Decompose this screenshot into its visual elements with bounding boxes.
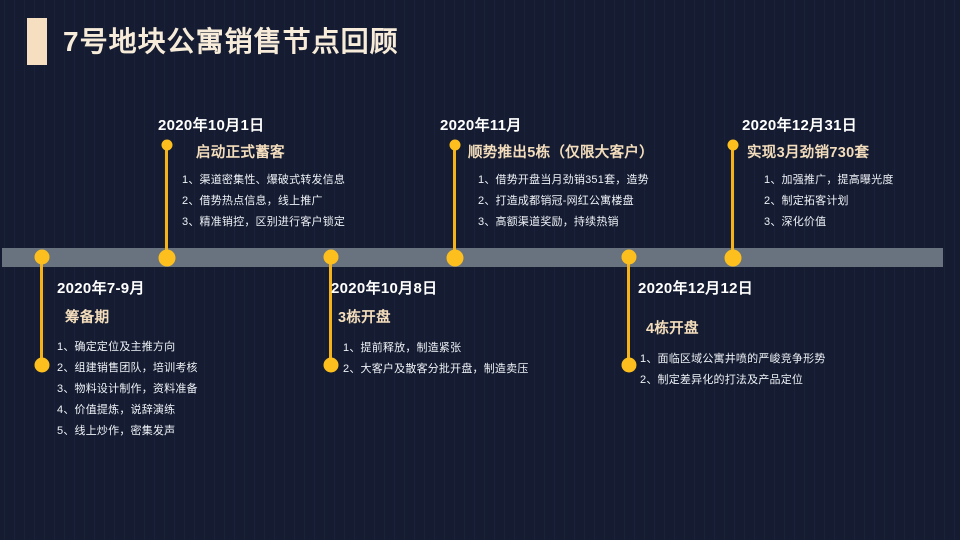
entry-date: 2020年12月12日 <box>638 280 754 297</box>
entry-heading: 顺势推出5栋（仅限大客户） <box>468 144 654 161</box>
timeline-connector-0 <box>34 249 49 373</box>
timeline-entry-5: 2020年12月31日 实现3月劲销730套 1、加强推广，提高曝光度 2、制定… <box>742 117 894 233</box>
timeline-connector-3 <box>446 139 463 267</box>
title-accent-bar <box>27 18 47 65</box>
entry-date: 2020年10月8日 <box>331 280 438 297</box>
entry-date: 2020年10月1日 <box>158 117 265 134</box>
timeline-node-dot-top <box>727 139 738 151</box>
entry-bullet-list: 1、确定定位及主推方向 2、组建销售团队，培训考核 3、物料设计制作，资料准备 … <box>57 337 198 442</box>
list-item: 2、打造成都销冠-网红公寓楼盘 <box>478 195 634 208</box>
entry-date: 2020年7-9月 <box>57 280 145 297</box>
timeline-node-dot-bar <box>446 249 463 267</box>
timeline-entry-3: 2020年11月 顺势推出5栋（仅限大客户） 1、借势开盘当月劲销351套，造势… <box>440 117 654 233</box>
timeline-entry-1: 2020年10月1日 启动正式蓄客 1、渠道密集性、爆破式转发信息 2、借势热点… <box>158 117 345 233</box>
list-item: 4、价值提炼，说辞演练 <box>57 404 176 417</box>
entry-bullet-list: 1、渠道密集性、爆破式转发信息 2、借势热点信息，线上推广 3、精准销控，区别进… <box>182 170 345 233</box>
list-item: 2、制定拓客计划 <box>764 195 849 208</box>
list-item: 3、深化价值 <box>764 216 827 229</box>
list-item: 2、借势热点信息，线上推广 <box>182 195 323 208</box>
list-item: 1、加强推广，提高曝光度 <box>764 174 894 187</box>
timeline-entry-4: 2020年12月12日 4栋开盘 1、面临区域公寓井喷的严峻竞争形势 2、制定差… <box>638 280 826 391</box>
entry-heading: 4栋开盘 <box>646 320 699 337</box>
entry-heading: 3栋开盘 <box>338 309 391 326</box>
timeline-node-dot-bar <box>323 249 338 265</box>
timeline-node-dot-top <box>161 139 172 151</box>
timeline-connector-5 <box>724 139 741 267</box>
list-item: 1、渠道密集性、爆破式转发信息 <box>182 174 346 187</box>
list-item: 2、组建销售团队，培训考核 <box>57 362 198 375</box>
list-item: 3、高额渠道奖励，持续热销 <box>478 216 619 229</box>
timeline-node-dot-bar <box>724 249 741 267</box>
entry-heading: 筹备期 <box>65 309 110 326</box>
timeline-node-dot-bar <box>621 249 636 265</box>
timeline-node-dot-end <box>621 357 636 373</box>
title-text: 7号地块公寓销售节点回顾 <box>63 25 399 57</box>
entry-bullet-list: 1、加强推广，提高曝光度 2、制定拓客计划 3、深化价值 <box>764 170 894 233</box>
entry-date: 2020年12月31日 <box>742 117 858 134</box>
list-item: 3、物料设计制作，资料准备 <box>57 383 198 396</box>
entry-heading: 启动正式蓄客 <box>196 144 285 161</box>
entry-heading: 实现3月劲销730套 <box>747 144 870 161</box>
timeline-connector-4 <box>621 249 636 373</box>
timeline-entry-2: 2020年10月8日 3栋开盘 1、提前释放，制造紧张 2、大客户及散客分批开盘… <box>331 280 529 380</box>
timeline-bar <box>2 248 943 267</box>
list-item: 2、制定差异化的打法及产品定位 <box>640 374 804 387</box>
list-item: 2、大客户及散客分批开盘，制造卖压 <box>343 363 529 376</box>
timeline-node-dot-end <box>34 357 49 373</box>
list-item: 1、借势开盘当月劲销351套，造势 <box>478 174 649 187</box>
timeline-connector-1 <box>158 139 175 267</box>
page-title: 7号地块公寓销售节点回顾 <box>27 18 399 65</box>
list-item: 1、面临区域公寓井喷的严峻竞争形势 <box>640 353 826 366</box>
list-item: 1、确定定位及主推方向 <box>57 341 176 354</box>
timeline-entry-0: 2020年7-9月 筹备期 1、确定定位及主推方向 2、组建销售团队，培训考核 … <box>57 280 198 442</box>
entry-bullet-list: 1、面临区域公寓井喷的严峻竞争形势 2、制定差异化的打法及产品定位 <box>640 349 826 391</box>
timeline-node-dot-bar <box>158 249 175 267</box>
list-item: 5、线上炒作，密集发声 <box>57 425 176 438</box>
timeline-connector-2 <box>323 249 338 373</box>
timeline-node-dot-top <box>449 139 460 151</box>
entry-bullet-list: 1、借势开盘当月劲销351套，造势 2、打造成都销冠-网红公寓楼盘 3、高额渠道… <box>478 170 654 233</box>
list-item: 3、精准销控，区别进行客户锁定 <box>182 216 346 229</box>
list-item: 1、提前释放，制造紧张 <box>343 342 462 355</box>
timeline-node-dot-bar <box>34 249 49 265</box>
entry-date: 2020年11月 <box>440 117 522 134</box>
entry-bullet-list: 1、提前释放，制造紧张 2、大客户及散客分批开盘，制造卖压 <box>343 338 529 380</box>
timeline-node-dot-end <box>323 357 338 373</box>
